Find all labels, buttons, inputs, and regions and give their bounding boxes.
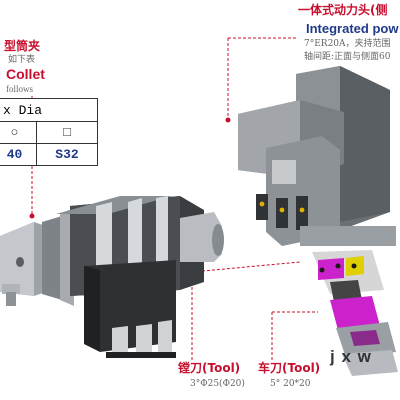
power-head-title-en: Integrated pow [306,21,399,36]
tool-plate [312,250,398,376]
collet-spec-table: x Dia ○ □ 40 S32 [0,98,98,166]
table-value-square: S32 [36,143,98,166]
boring-tool-spec: 3°Φ25(Φ20) [190,379,245,389]
square-symbol: □ [36,121,98,144]
site-watermark: j x w [330,347,372,366]
round-symbol: ○ [0,121,37,144]
spindle-unit [0,196,224,358]
collet-title-en: Collet [6,66,45,82]
power-head-spec-2: 轴间距:正面与侧面60 [304,52,391,62]
collet-follows: follows [6,84,33,94]
table-value-round: 40 [0,143,37,166]
boring-tool-label: 镗刀(Tool) [178,361,241,375]
collet-subtitle-cn: 如下表 [8,55,36,65]
power-head [238,66,396,246]
power-head-title-cn: 一体式动力头(侧 [298,3,388,17]
turning-tool-label: 车刀(Tool) [258,361,321,375]
collet-title-cn: 型筒夹 [4,39,41,53]
table-header: x Dia [0,98,98,122]
turning-tool-spec: 5° 20*20 [270,379,311,389]
power-head-spec-1: 7°ER20A，夹持范围 [304,39,391,49]
